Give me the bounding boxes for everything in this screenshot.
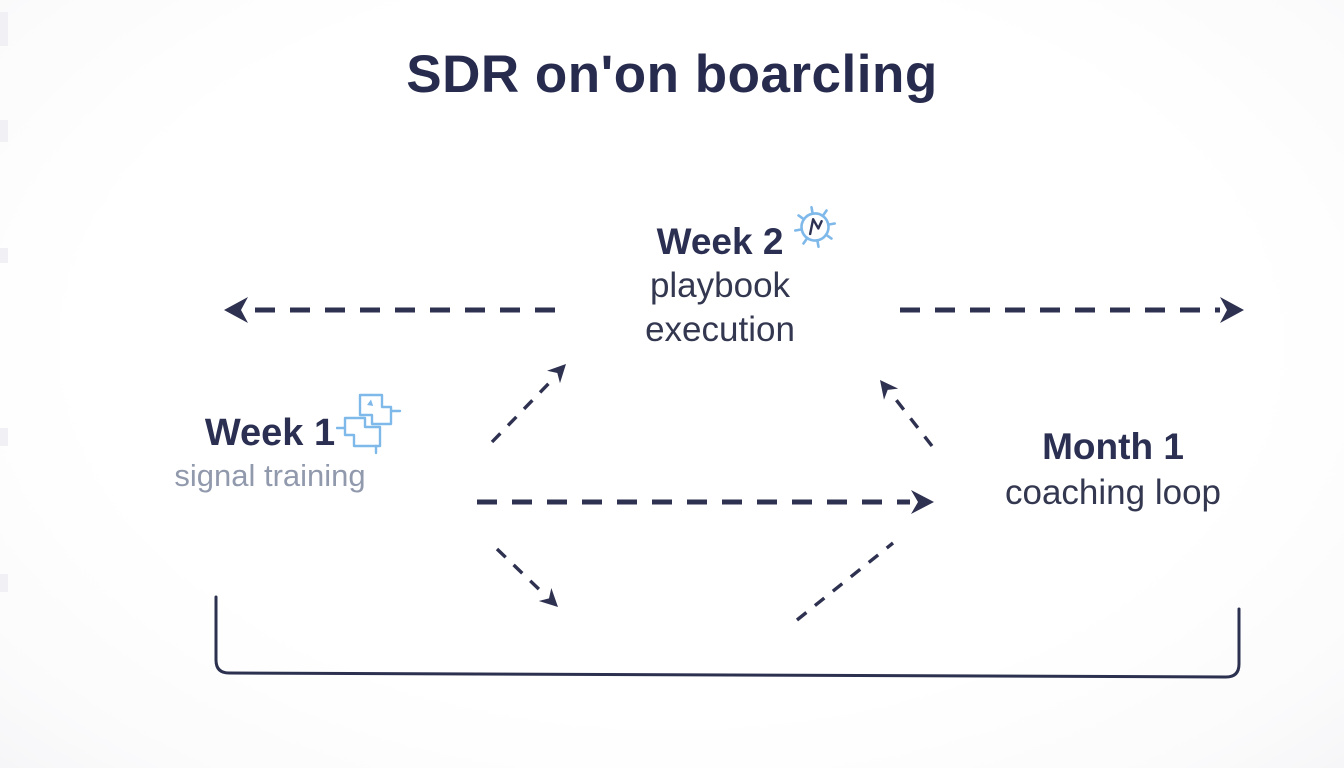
arrowhead-up-left [880,380,899,400]
arrowhead-down-right [538,588,558,607]
node-month1-subtitle: coaching loop [1005,473,1221,512]
arrowhead-middle [911,490,934,514]
node-week2-line2: execution [645,310,795,349]
feedback-loop-bracket [214,595,1241,679]
node-week2: Week 2 playbook execution [600,220,840,352]
node-week2-line1: playbook [649,266,791,305]
dashed-arrow-week1-to-week2 [490,374,558,444]
node-week2-heading: Week 2 [656,221,784,262]
node-month1: Month 1 coaching loop [985,424,1241,516]
cursor-glyph [367,399,374,406]
dashed-arrow-month1-to-week2 [888,390,934,448]
diagram-title: SDR on'on boarcling [406,45,938,104]
node-week1-heading: Week 1 [204,412,336,454]
edge-artifact [0,248,8,263]
edge-artifact [0,574,8,592]
arrowhead-up-right [547,364,566,384]
edge-artifact [0,12,8,46]
interlocking-blocks-icon [336,393,402,455]
dashed-line-loop-to-month1 [795,541,895,622]
node-week1: Week 1 signal training [150,410,390,496]
arrowhead-right [1220,297,1244,323]
gear-burst-icon [794,206,836,248]
node-month1-heading: Month 1 [1042,426,1184,467]
arrowhead-left [224,297,248,323]
edge-artifact [0,120,8,142]
dashed-arrow-week1-to-loop [495,547,547,597]
edge-artifact [0,428,8,446]
node-week1-subtitle: signal training [174,458,366,493]
